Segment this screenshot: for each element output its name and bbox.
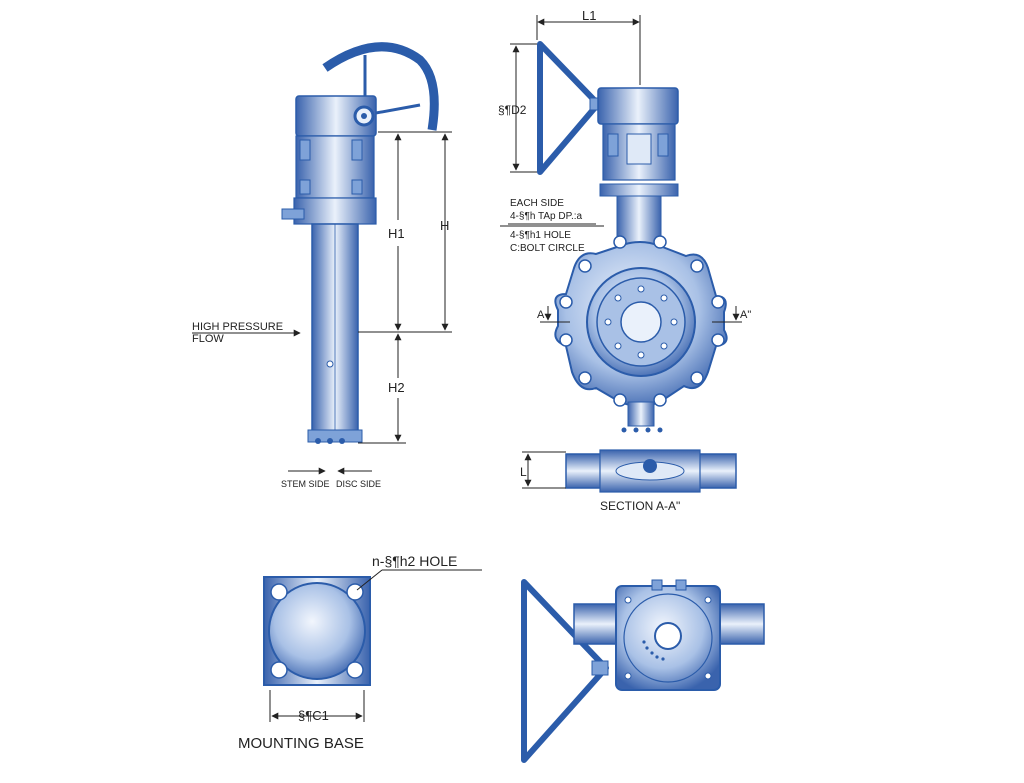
- dim-l1-label: L1: [582, 8, 596, 23]
- section-marker-a: A: [537, 309, 545, 321]
- mounting-base-caption: MOUNTING BASE: [238, 735, 364, 752]
- handwheel-arc: [322, 42, 439, 131]
- section-marker-a2: A": [740, 309, 751, 321]
- tap-label-line2: 4-§¶h TAp DP.:a: [510, 211, 583, 222]
- section-caption: SECTION A-A": [600, 499, 680, 513]
- dim-c1-label: §¶C1: [298, 708, 329, 723]
- hole-label-line1: 4-§¶h1 HOLE: [510, 230, 571, 241]
- dim-d2-label: §¶D2: [498, 103, 527, 117]
- dim-h2-label: H2: [388, 380, 405, 395]
- disc-side-label: DISC SIDE: [336, 479, 381, 489]
- stem-side-label: STEM SIDE: [281, 479, 330, 489]
- gearbox-front: [597, 87, 679, 125]
- side-view: H H1 H2 HIGH PRESSURE FLOW STEM SIDE DIS…: [192, 42, 452, 489]
- mounting-base-view: n-§¶h2 HOLE §¶C1 MOUNTING BASE: [238, 553, 482, 752]
- dim-h-label: H: [440, 218, 449, 233]
- mounting-hole-label: n-§¶h2 HOLE: [372, 553, 457, 569]
- flow-label-line1: HIGH PRESSURE: [192, 321, 283, 333]
- front-view: L1 §¶D2: [498, 8, 751, 433]
- gearbox-top-view: [521, 579, 765, 763]
- tap-label-line1: EACH SIDE: [510, 198, 564, 209]
- flow-label-line2: FLOW: [192, 333, 224, 345]
- dim-h1-label: H1: [388, 226, 405, 241]
- section-view: L SECTION A-A": [520, 449, 737, 513]
- lug-holes: [559, 235, 725, 407]
- handwheel-bottom: [521, 579, 609, 763]
- handwheel-front: [537, 41, 601, 175]
- stem-plug: [281, 208, 305, 220]
- dim-l-label: L: [520, 465, 527, 479]
- hole-label-line2: C:BOLT CIRCLE: [510, 243, 585, 254]
